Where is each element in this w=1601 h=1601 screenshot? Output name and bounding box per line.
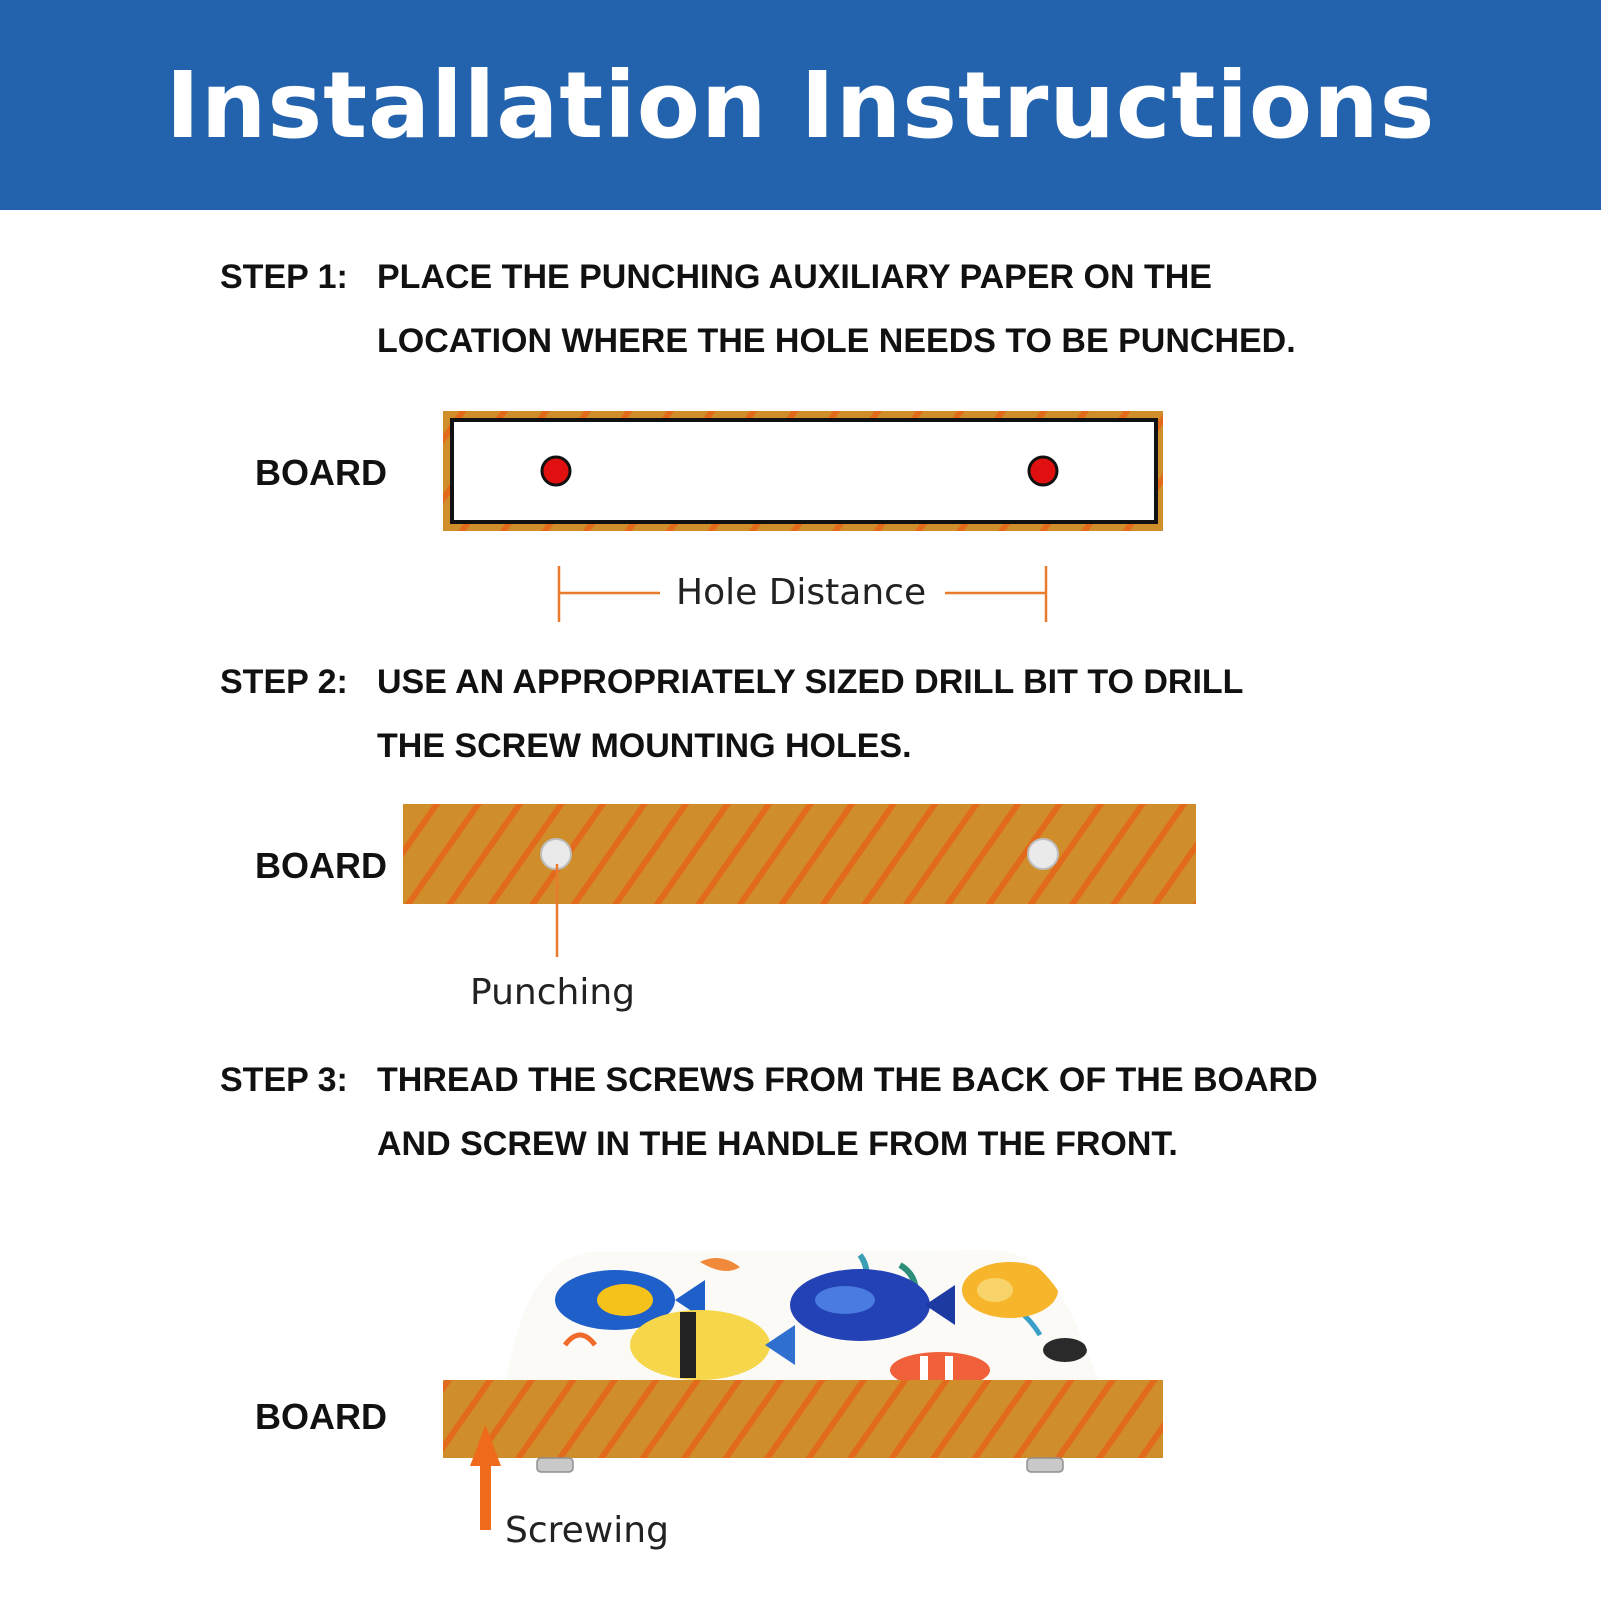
step-2-label: STEP 2: [220,663,348,701]
screw-left [536,1457,574,1473]
step-2-line-1: USE AN APPROPRIATELY SIZED DRILL BIT TO … [377,663,1244,701]
step-2-line-2: THE SCREW MOUNTING HOLES. [377,727,912,765]
step-3-line-2: AND SCREW IN THE HANDLE FROM THE FRONT. [377,1125,1178,1163]
screwing-label: Screwing [505,1510,669,1551]
hole-distance-dimension [557,566,1048,622]
drilled-board [403,804,1196,957]
step-1-line-2: LOCATION WHERE THE HOLE NEEDS TO BE PUNC… [377,322,1296,360]
step-1-line-1: PLACE THE PUNCHING AUXILIARY PAPER ON TH… [377,258,1212,296]
step-1-label: STEP 1: [220,258,348,296]
screwing-arrow [470,1425,501,1530]
step-3-line-1: THREAD THE SCREWS FROM THE BACK OF THE B… [377,1061,1318,1099]
board-with-paper [443,411,1163,531]
board-label-3: BOARD [255,1396,387,1437]
handle-assembly [443,1250,1163,1530]
hole-marker-right [1027,455,1059,487]
screw-right [1026,1457,1064,1473]
board-label-2: BOARD [255,845,387,886]
fish-handle [505,1250,1100,1385]
hole-distance-label: Hole Distance [668,572,935,613]
header-banner: Installation Instructions [0,0,1601,210]
board-2 [403,804,1196,904]
board-3 [443,1380,1163,1458]
hole-marker-left [540,455,572,487]
drilled-hole-right [1027,838,1059,870]
punching-label: Punching [470,972,635,1013]
step-3-label: STEP 3: [220,1061,348,1099]
board-label-1: BOARD [255,452,387,493]
page-title: Installation Instructions [165,51,1436,159]
